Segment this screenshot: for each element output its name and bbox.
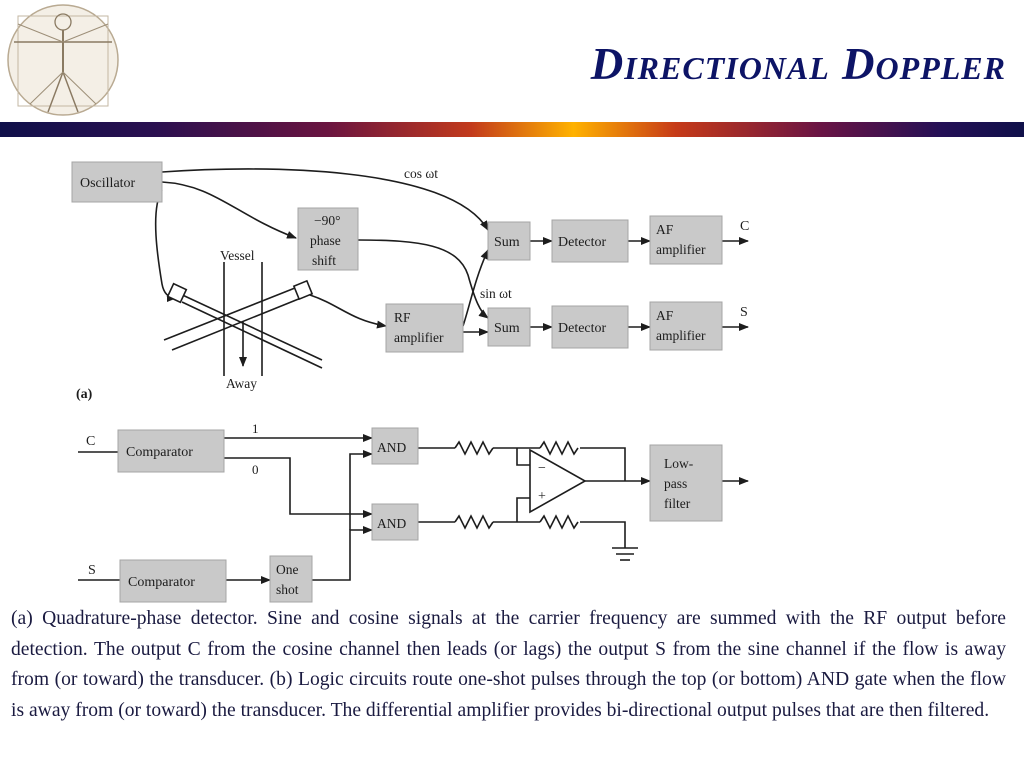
rf-amp-line1: RF: [394, 310, 411, 325]
ground-symbol: [612, 547, 638, 561]
sum-top-box: [487, 221, 531, 261]
lowpass-line3: filter: [664, 496, 691, 511]
rf-amp-box: [385, 303, 464, 353]
af-amp-top-box: [649, 215, 723, 265]
phase-shift-line1: −90°: [314, 213, 341, 228]
title-divider: [0, 122, 1024, 137]
lowpass-line2: pass: [664, 476, 687, 491]
af-amp-bottom-line1: AF: [656, 308, 674, 323]
oscillator-box: [71, 161, 163, 203]
and-top-box: [371, 427, 419, 465]
block-diagram: Oscillator −90° phase shift Sum Sum Dete…: [60, 150, 780, 605]
and-bottom-box: [371, 503, 419, 541]
vessel-label: Vessel: [220, 248, 255, 263]
lowpass-line1: Low-: [664, 456, 694, 471]
resistor-symbol: [454, 514, 494, 530]
comparator-top-box: [117, 429, 225, 473]
output-s-label: S: [740, 305, 748, 320]
one-shot-line2: shot: [276, 582, 299, 597]
output-c-label: C: [740, 219, 749, 234]
detector-top-box: [551, 219, 629, 263]
opamp-minus-label: −: [538, 461, 546, 476]
sum-bottom-label: Sum: [494, 321, 520, 336]
and-top-label: AND: [377, 440, 406, 455]
input-c-label: C: [86, 434, 95, 449]
op-amp-symbol: [529, 448, 587, 514]
oscillator-label: Oscillator: [80, 176, 136, 191]
panel-a-label: (a): [76, 387, 93, 402]
opamp-plus-label: +: [538, 489, 546, 504]
sum-bottom-box: [487, 307, 531, 347]
cos-label: cos ωt: [404, 166, 438, 181]
phase-shift-line3: shift: [312, 253, 336, 268]
sin-label: sin ωt: [480, 286, 512, 301]
input-s-label: S: [88, 563, 96, 578]
comparator-bottom-label: Comparator: [128, 575, 195, 590]
resistor-symbol: [539, 514, 579, 530]
slide-title: Directional Doppler: [590, 39, 1006, 89]
figure-caption: (a) Quadrature-phase detector. Sine and …: [11, 608, 1006, 721]
phase-shift-box: [297, 207, 359, 271]
vitruvian-man-logo: [0, 0, 128, 120]
and-bottom-label: AND: [377, 516, 406, 531]
comparator-bottom-box: [119, 559, 227, 603]
detector-bottom-label: Detector: [558, 321, 607, 336]
sum-top-label: Sum: [494, 235, 520, 250]
zero-label: 0: [252, 462, 259, 477]
comparator-top-label: Comparator: [126, 445, 193, 460]
resistor-symbol: [539, 440, 579, 456]
af-amp-top-line2: amplifier: [656, 242, 706, 257]
one-shot-box: [269, 555, 313, 603]
af-amp-bottom-line2: amplifier: [656, 328, 706, 343]
detector-top-label: Detector: [558, 235, 607, 250]
af-amp-bottom-box: [649, 301, 723, 351]
lowpass-box: [649, 444, 723, 522]
af-amp-top-line1: AF: [656, 222, 674, 237]
detector-bottom-box: [551, 305, 629, 349]
one-label: 1: [252, 421, 259, 436]
rf-amp-line2: amplifier: [394, 330, 444, 345]
phase-shift-line2: phase: [310, 233, 341, 248]
away-label: Away: [226, 376, 257, 391]
resistor-symbol: [454, 440, 494, 456]
one-shot-line1: One: [276, 562, 299, 577]
